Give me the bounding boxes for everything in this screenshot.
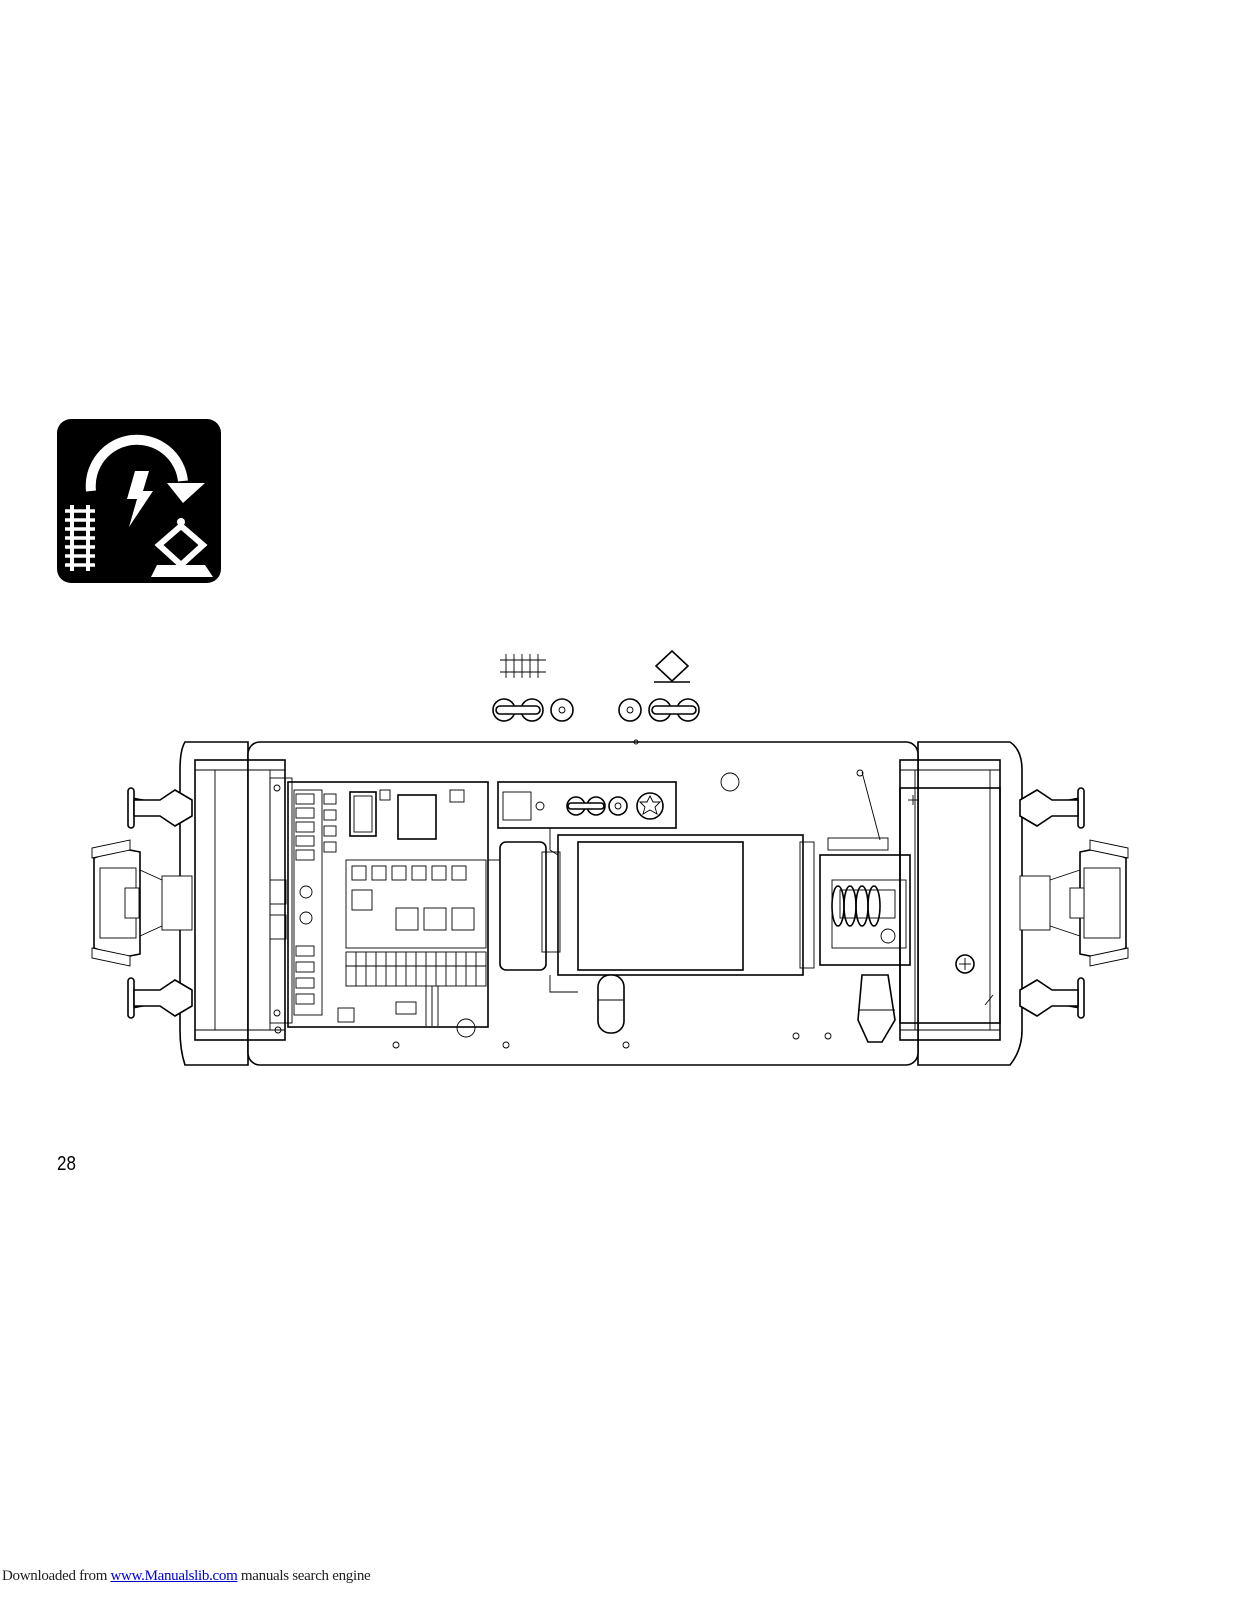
track-icon <box>500 654 546 678</box>
footer-prefix: Downloaded from <box>2 1568 111 1584</box>
locomotive-chassis-drawing <box>80 730 1140 1075</box>
footer-source-line: Downloaded from www.Manualslib.com manua… <box>2 1568 370 1585</box>
footer-suffix: manuals search engine <box>237 1568 370 1584</box>
power-selection-legend <box>486 646 716 726</box>
catenary-jumper-position <box>619 699 699 721</box>
catenary-icon <box>654 651 690 682</box>
track-jumper-position <box>493 699 573 721</box>
track-catenary-switch-icon <box>57 419 221 583</box>
footer-link[interactable]: www.Manualslib.com <box>111 1568 238 1584</box>
page-number: 28 <box>57 1153 76 1176</box>
